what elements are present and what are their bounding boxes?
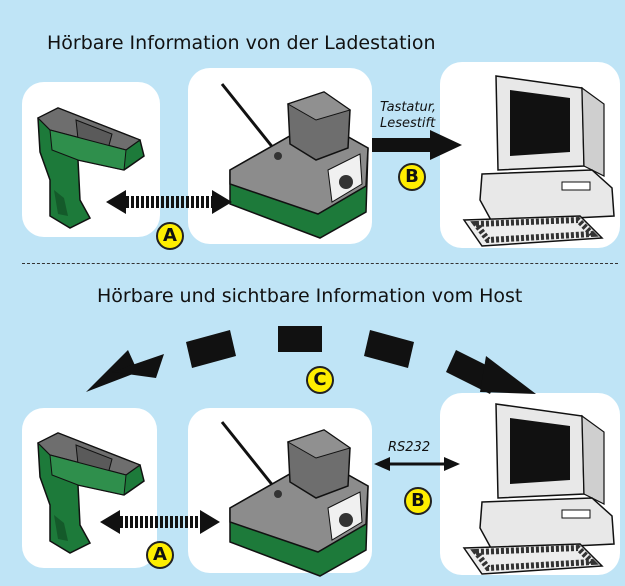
bottom-scanner-illustration: [37, 432, 145, 554]
host-feedback-arc: [86, 326, 536, 394]
bottom-interface-label: RS232: [388, 440, 431, 455]
section-divider: [22, 263, 618, 264]
top-section-title: Hörbare Information von der Ladestation: [47, 32, 436, 54]
top-badge-a: A: [156, 222, 184, 250]
top-wireless-link-arrow: [106, 190, 232, 214]
bottom-wireless-link-arrow: [100, 510, 220, 534]
top-interface-label-line2: Lesestift: [380, 116, 436, 131]
top-badge-b: B: [398, 163, 426, 191]
bottom-rs232-arrow: [374, 457, 460, 471]
top-interface-arrow: [372, 130, 462, 160]
bottom-badge-a: A: [146, 541, 174, 569]
bottom-computer-illustration: [464, 404, 614, 574]
bottom-station-illustration: [220, 420, 370, 578]
top-computer-illustration: [464, 76, 614, 246]
bottom-badge-c: C: [306, 366, 334, 394]
top-interface-label-line1: Tastatur,: [380, 100, 436, 115]
bottom-badge-b: B: [404, 487, 432, 515]
top-station-illustration: [220, 82, 370, 240]
top-scanner-illustration: [37, 107, 145, 229]
bottom-section-title: Hörbare und sichtbare Information vom Ho…: [97, 285, 523, 307]
